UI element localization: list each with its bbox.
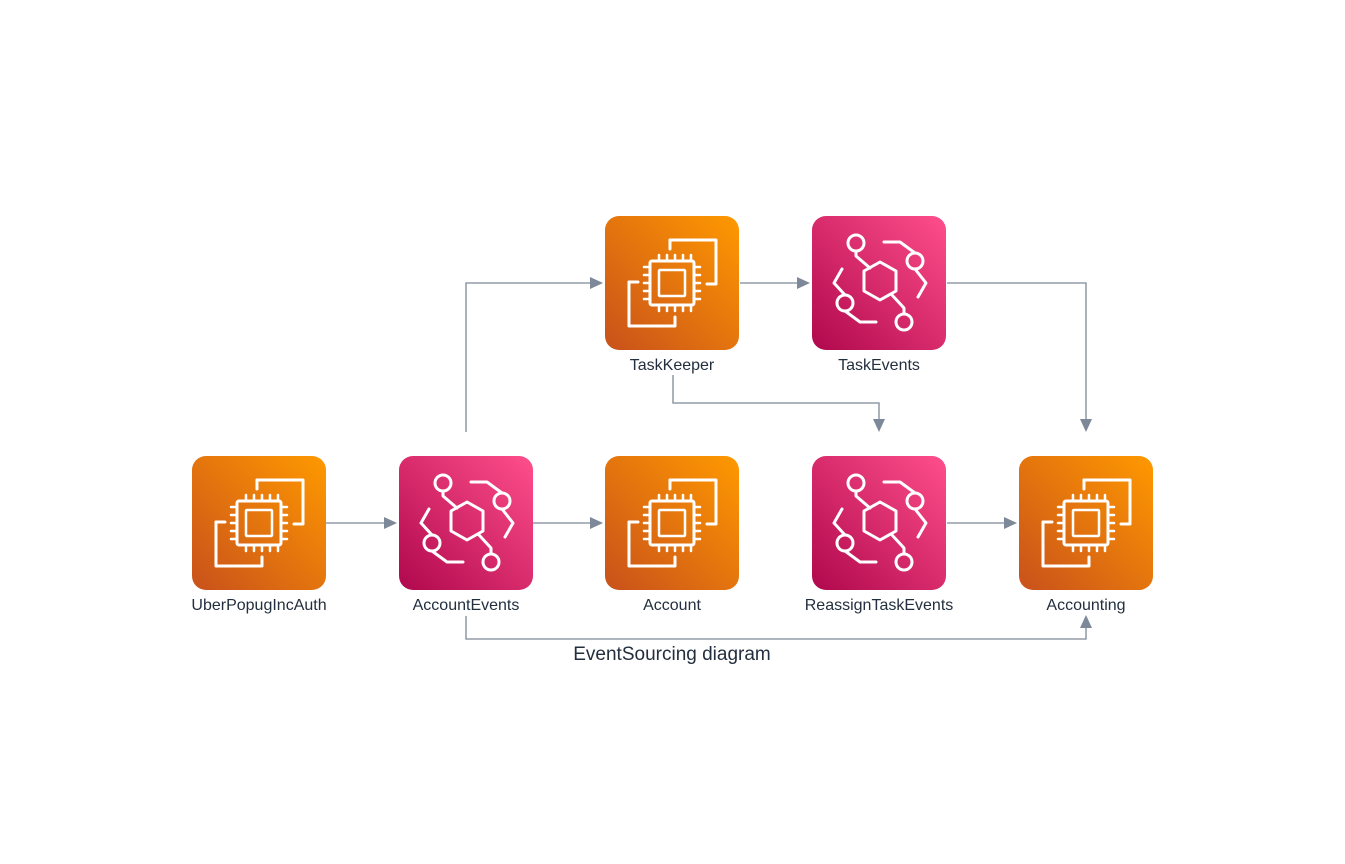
node-taskkeeper[interactable]: TaskKeeper [605, 216, 739, 374]
edge-accountevents-to-account [533, 517, 603, 529]
arrowhead [1080, 419, 1092, 432]
node-tile [1019, 456, 1153, 590]
arrowhead [873, 419, 885, 432]
nodes-layer: UberPopugIncAuth AccountEvents Account Reas… [191, 216, 1153, 614]
node-tile [605, 216, 739, 350]
edge-taskkeeper-to-reassigntaskevents [672, 375, 885, 432]
edge-line [465, 616, 1087, 640]
node-taskevents[interactable]: TaskEvents [812, 216, 946, 374]
node-label: ReassignTaskEvents [805, 597, 954, 614]
node-accounting[interactable]: Accounting [1019, 456, 1153, 614]
node-tile [192, 456, 326, 590]
edge-line [465, 282, 590, 432]
node-reassigntaskevents[interactable]: ReassignTaskEvents [805, 456, 954, 614]
edge-taskkeeper-to-taskevents [740, 277, 810, 289]
node-tile [605, 456, 739, 590]
diagram-caption: EventSourcing diagram [573, 644, 771, 665]
edge-line [672, 375, 880, 419]
edge-line [947, 282, 1087, 419]
node-label: TaskEvents [838, 357, 920, 374]
edge-taskevents-to-accounting [947, 282, 1092, 432]
edge-accountevents-to-taskkeeper [465, 277, 603, 432]
arrowhead [1004, 517, 1017, 529]
arrowhead [1080, 615, 1092, 628]
node-label: UberPopugIncAuth [191, 597, 326, 614]
node-label: AccountEvents [413, 597, 520, 614]
node-accountevents[interactable]: AccountEvents [399, 456, 533, 614]
node-label: Accounting [1046, 597, 1125, 614]
edges-layer [326, 277, 1092, 640]
node-account[interactable]: Account [605, 456, 739, 614]
arrowhead [384, 517, 397, 529]
arrowhead [797, 277, 810, 289]
node-label: TaskKeeper [630, 357, 715, 374]
arrowhead [590, 277, 603, 289]
node-label: Account [643, 597, 701, 614]
edge-uberpopugincauth-to-accountevents [326, 517, 397, 529]
arrowhead [590, 517, 603, 529]
edge-reassigntaskevents-to-accounting [947, 517, 1017, 529]
node-uberpopugincauth[interactable]: UberPopugIncAuth [191, 456, 327, 614]
edge-accountevents-to-accounting [465, 615, 1092, 640]
